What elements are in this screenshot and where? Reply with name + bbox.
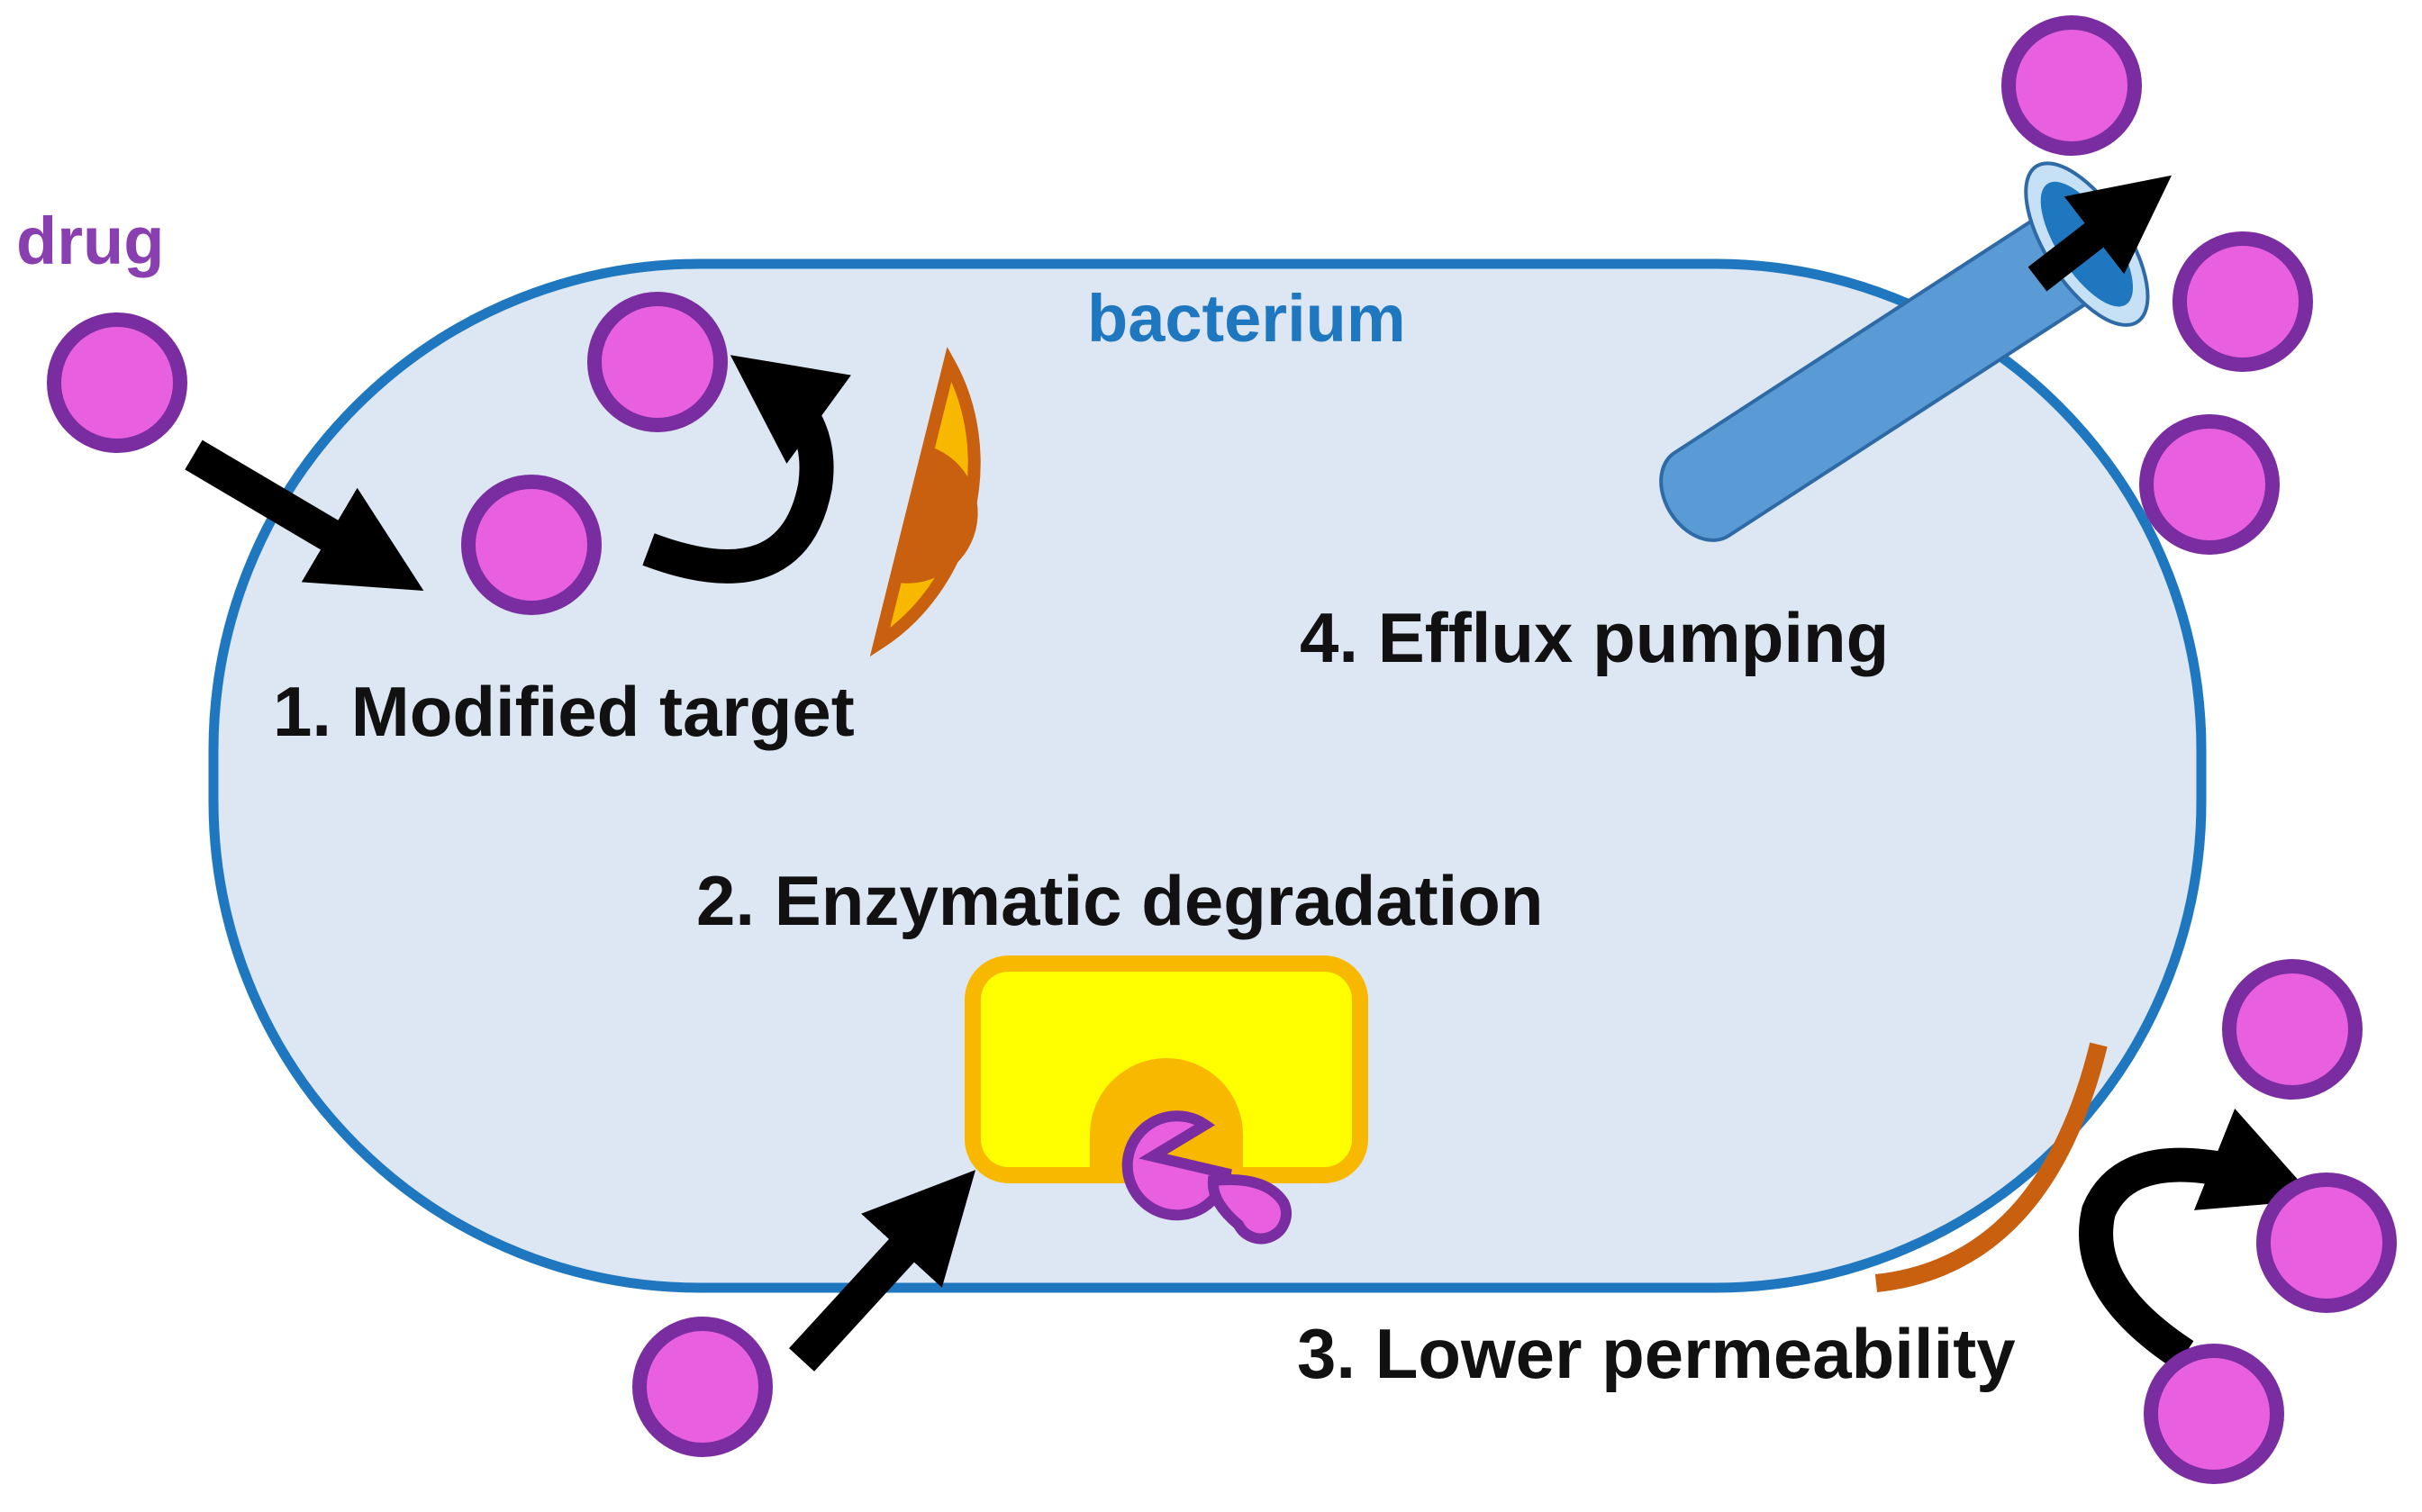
entry-arrow-modified-target <box>185 439 424 591</box>
drug-molecule-deflected-by-target <box>587 292 728 432</box>
drug-molecule-pumped-out-3 <box>2139 414 2280 555</box>
degraded-drug-fragment-large <box>1121 1110 1232 1221</box>
efflux-pump-group <box>1659 161 2173 542</box>
drug-molecule-blocked-3 <box>2144 1344 2284 1484</box>
entry-arrow-enzymatic-degradation <box>788 1170 976 1372</box>
modified-target-binding-site <box>890 445 978 584</box>
efflux-pumping-label: 4. Efflux pumping <box>1300 598 1889 677</box>
deflected-arrow-modified-target <box>642 355 851 584</box>
drug-molecule-pumped-out-2 <box>2173 231 2313 372</box>
deflected-arrow-lower-permeability <box>2079 1108 2317 1370</box>
enzymatic-degradation-label: 2. Enzymatic degradation <box>696 861 1544 940</box>
bacterium-label: bacterium <box>1087 281 1406 356</box>
drug-molecule-approaching-target <box>461 475 602 615</box>
drug-molecule-pumped-out-1 <box>2001 15 2142 156</box>
enzymatic-degradation-group <box>788 955 1368 1372</box>
drug-label: drug <box>16 204 164 278</box>
modified-target-label: 1. Modified target <box>273 672 855 751</box>
lower-permeability-label: 3. Lower permeability <box>1297 1314 2016 1393</box>
drug-molecule-blocked-2 <box>2256 1172 2397 1313</box>
degraded-drug-fragment-small <box>1207 1174 1292 1245</box>
drug-molecule-blocked-1 <box>2222 959 2363 1100</box>
modified-target-group <box>185 347 981 657</box>
drug-molecule-approaching-enzyme <box>632 1317 773 1457</box>
lower-permeability-membrane-patch <box>1874 1042 2108 1292</box>
efflux-pump-cylinder <box>1659 200 2117 542</box>
efflux-arrow <box>2027 175 2173 292</box>
drug-molecule-outside-left <box>47 312 187 453</box>
